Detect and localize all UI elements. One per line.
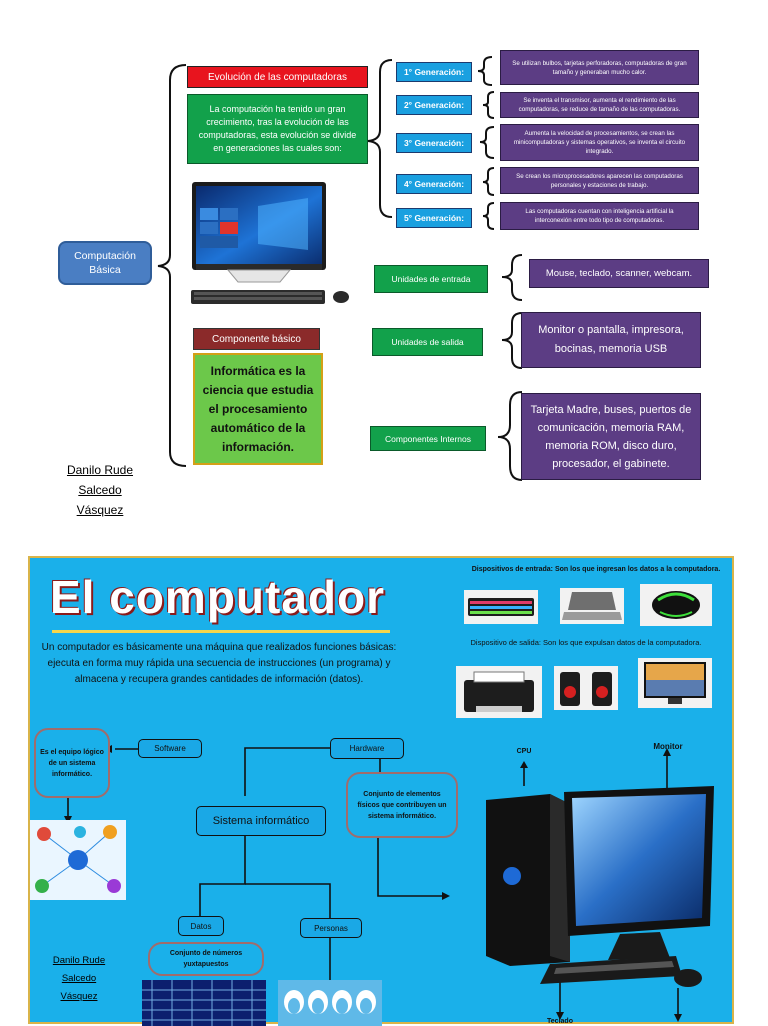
software-node: Software [138, 739, 202, 758]
unit-internal-desc: Tarjeta Madre, buses, puertos de comunic… [521, 393, 701, 480]
author-line: Salcedo [61, 973, 97, 984]
component-title: Componente básico [193, 328, 320, 350]
evolution-text: La computación ha tenido un gran crecimi… [187, 94, 368, 164]
map1-connectors [157, 56, 523, 481]
personas-node: Personas [300, 918, 362, 938]
infographic-title: El computador [50, 571, 386, 623]
author-line: Vásquez [60, 991, 98, 1002]
unit-input-desc: Mouse, teclado, scanner, webcam. [529, 259, 709, 288]
author-block-2: Danilo Rude Salcedo Vásquez [44, 952, 114, 1006]
computer-infographic: El computador Un computador es básicamen… [28, 556, 734, 1026]
monitor-label: Monitor [653, 742, 683, 751]
generation-4-desc: Se crean los microprocesadores aparecen … [500, 167, 699, 194]
generation-4-label: 4° Generación: [396, 174, 472, 194]
keyboard-image [464, 590, 538, 624]
software-desc: Es el equipo lógico de un sistema inform… [34, 728, 110, 798]
generation-1-label: 1° Generación: [396, 62, 472, 82]
generation-3-label: 3° Generación: [396, 133, 472, 153]
generation-5-label: 5° Generación: [396, 208, 472, 228]
binary-data-image [142, 980, 266, 1026]
infographic-title-underline [52, 630, 390, 633]
generation-5-desc: Las computadoras cuentan con inteligenci… [500, 202, 699, 230]
laptop-image [560, 588, 624, 624]
desktop-computer-image [191, 182, 349, 304]
monitor-small-image [638, 658, 712, 708]
software-network-image [30, 820, 126, 900]
component-text: Informática es la ciencia que estudia el… [193, 353, 323, 465]
people-image [278, 980, 382, 1026]
central-topic: Computación Básica [58, 241, 152, 285]
cpu-label: CPU [516, 748, 532, 755]
author-block: Danilo Rude Salcedo Vásquez [50, 460, 150, 520]
printer-image [456, 666, 542, 718]
datos-node: Datos [178, 916, 224, 936]
generation-1-desc: Se utilizan bulbos, tarjetas perforadora… [500, 50, 699, 85]
output-devices-caption: Dispositivo de salida: Son los que expul… [470, 638, 702, 647]
author-line: Danilo Rude [52, 955, 106, 966]
evolution-title: Evolución de las computadoras [187, 66, 368, 88]
generation-2-desc: Se inventa el transmisor, aumenta el ren… [500, 92, 699, 118]
author-line: Vásquez [76, 503, 124, 517]
author-line: Danilo Rude [66, 463, 134, 477]
desktop-pc-image [486, 786, 714, 987]
hardware-node: Hardware [330, 738, 404, 759]
intro-text: Un computador es básicamente una máquina… [41, 642, 397, 685]
generation-3-desc: Aumenta la velocidad de procesamientos, … [500, 124, 699, 161]
teclado-label: Teclado [547, 1018, 573, 1025]
gaming-mouse-image [640, 584, 712, 626]
datos-desc: Conjunto de números yuxtapuestos [148, 942, 264, 976]
author-line: Salcedo [78, 483, 122, 497]
unit-output-label: Unidades de salida [372, 328, 483, 356]
unit-input-label: Unidades de entrada [374, 265, 488, 293]
generation-2-label: 2° Generación: [396, 95, 472, 115]
speakers-image [554, 666, 618, 710]
hardware-desc: Conjunto de elementos físicos que contri… [346, 772, 458, 838]
unit-output-desc: Monitor o pantalla, impresora, bocinas, … [521, 312, 701, 368]
unit-internal-label: Componentes Internos [370, 426, 486, 451]
sistema-informatico-node: Sistema informático [196, 806, 326, 836]
input-devices-caption: Dispositivos de entrada: Son los que ing… [471, 566, 721, 573]
